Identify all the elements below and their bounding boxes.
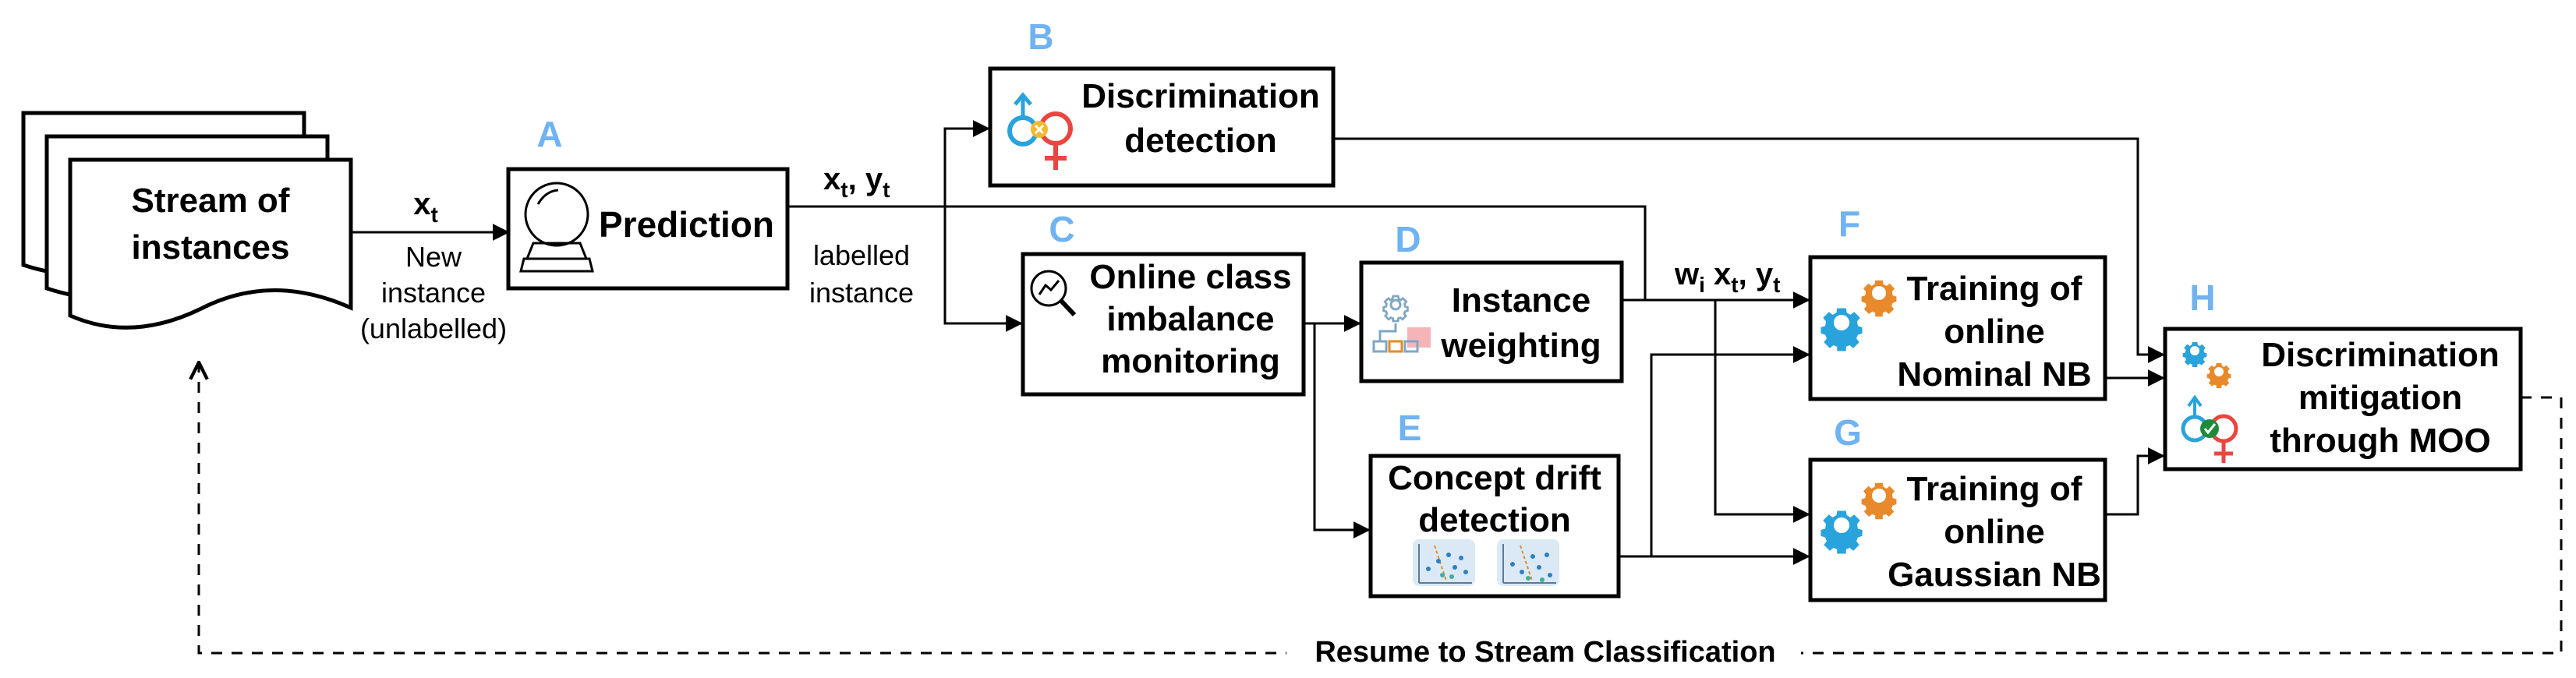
node-h-line1: Discrimination	[2261, 336, 2500, 374]
node-h-mitigation-moo: H Discrimination mitigation through MOO	[2163, 277, 2523, 471]
wy-var: y	[1756, 257, 1774, 291]
xt-sub: t	[430, 203, 437, 227]
scatter-plot-icon	[1413, 539, 1559, 586]
new-instance-line3: (unlabelled)	[360, 313, 507, 344]
w-sub: i	[1699, 273, 1705, 297]
label-y-var: y	[865, 162, 883, 196]
stream-of-instances: Stream of instances	[21, 111, 353, 330]
label-x-var: x	[823, 162, 840, 196]
label-y-sub: t	[883, 178, 890, 202]
stream-title-line2: instances	[132, 228, 290, 267]
labelled-line1: labelled	[813, 239, 910, 271]
node-c-line2: imbalance	[1106, 300, 1274, 338]
wx-sub: t	[1731, 273, 1738, 297]
node-g-line1: Training of	[1907, 470, 2082, 508]
new-instance-line1: New	[405, 241, 462, 273]
crystal-ball-icon	[519, 182, 594, 273]
edge-label-new-instance: xt New instance (unlabelled)	[360, 187, 507, 344]
feedback-label: Resume to Stream Classification	[1315, 636, 1775, 669]
feedback-label-bg	[1286, 635, 1801, 671]
svg-text:xt, yt: xt, yt	[823, 162, 890, 202]
node-a-prediction: A Prediction	[506, 114, 790, 291]
wx-var: x	[1705, 257, 1731, 291]
svg-text:wi xt, yt: wi xt, yt	[1674, 257, 1780, 297]
gears-icon	[1821, 280, 1897, 351]
gear-hierarchy-icon	[1372, 295, 1431, 353]
node-f-letter: F	[1838, 203, 1860, 244]
node-d-instance-weighting: D Instance weighting	[1359, 219, 1624, 383]
w-sep: ,	[1739, 257, 1756, 291]
svg-text:xt: xt	[413, 187, 438, 227]
labelled-line2: instance	[809, 277, 914, 309]
w-var: w	[1674, 257, 1700, 291]
xt-var: x	[413, 187, 430, 221]
node-c-imbalance-monitoring: C Online class imbalance monitoring	[1021, 209, 1306, 397]
wy-sub: t	[1773, 273, 1780, 297]
node-g-gaussian-nb: G Training of online Gaussian NB	[1808, 412, 2107, 602]
node-b-discrimination-detection: B Discrimination detection	[988, 16, 1336, 188]
edge-label-weighted: wi xt, yt	[1674, 257, 1780, 297]
node-f-nominal-nb: F Training of online Nominal NB	[1808, 203, 2107, 401]
node-h-line3: through MOO	[2270, 422, 2491, 460]
node-b-line1: Discrimination	[1081, 77, 1320, 115]
node-h-letter: H	[2189, 277, 2215, 318]
node-e-letter: E	[1398, 408, 1422, 448]
magnifier-chart-icon	[1030, 270, 1077, 317]
node-e-concept-drift: E Concept drift detection	[1368, 408, 1621, 599]
node-c-line3: monitoring	[1101, 342, 1280, 380]
node-e-line1: Concept drift	[1388, 459, 1601, 497]
edge-label-labelled-instance: xt, yt labelled instance	[809, 162, 914, 309]
node-d-letter: D	[1395, 219, 1421, 260]
node-b-line2: detection	[1124, 122, 1277, 160]
gender-symbols-icon	[1007, 92, 1073, 170]
node-f-line2: online	[1944, 313, 2045, 351]
node-g-line3: Gaussian NB	[1888, 556, 2101, 594]
new-instance-line2: instance	[381, 277, 486, 309]
node-a-label: Prediction	[599, 204, 774, 245]
node-g-line2: online	[1944, 513, 2045, 551]
gears-gender-check-icon	[2181, 342, 2238, 463]
node-f-line1: Training of	[1907, 270, 2082, 308]
node-d-line1: Instance	[1452, 281, 1591, 320]
node-d-line2: weighting	[1440, 327, 1601, 365]
label-x-sub: t	[840, 178, 847, 202]
node-c-line1: Online class	[1089, 258, 1291, 296]
gears-icon	[1821, 482, 1897, 554]
node-b-letter: B	[1028, 16, 1053, 57]
node-g-letter: G	[1834, 412, 1862, 453]
connectors	[199, 120, 2563, 655]
node-h-line2: mitigation	[2298, 379, 2462, 417]
node-a-letter: A	[536, 114, 562, 154]
node-c-letter: C	[1049, 209, 1074, 249]
node-e-line2: detection	[1418, 501, 1571, 539]
label-sep: ,	[848, 162, 865, 196]
stream-title-line1: Stream of	[132, 182, 290, 220]
node-f-line3: Nominal NB	[1897, 355, 2091, 394]
